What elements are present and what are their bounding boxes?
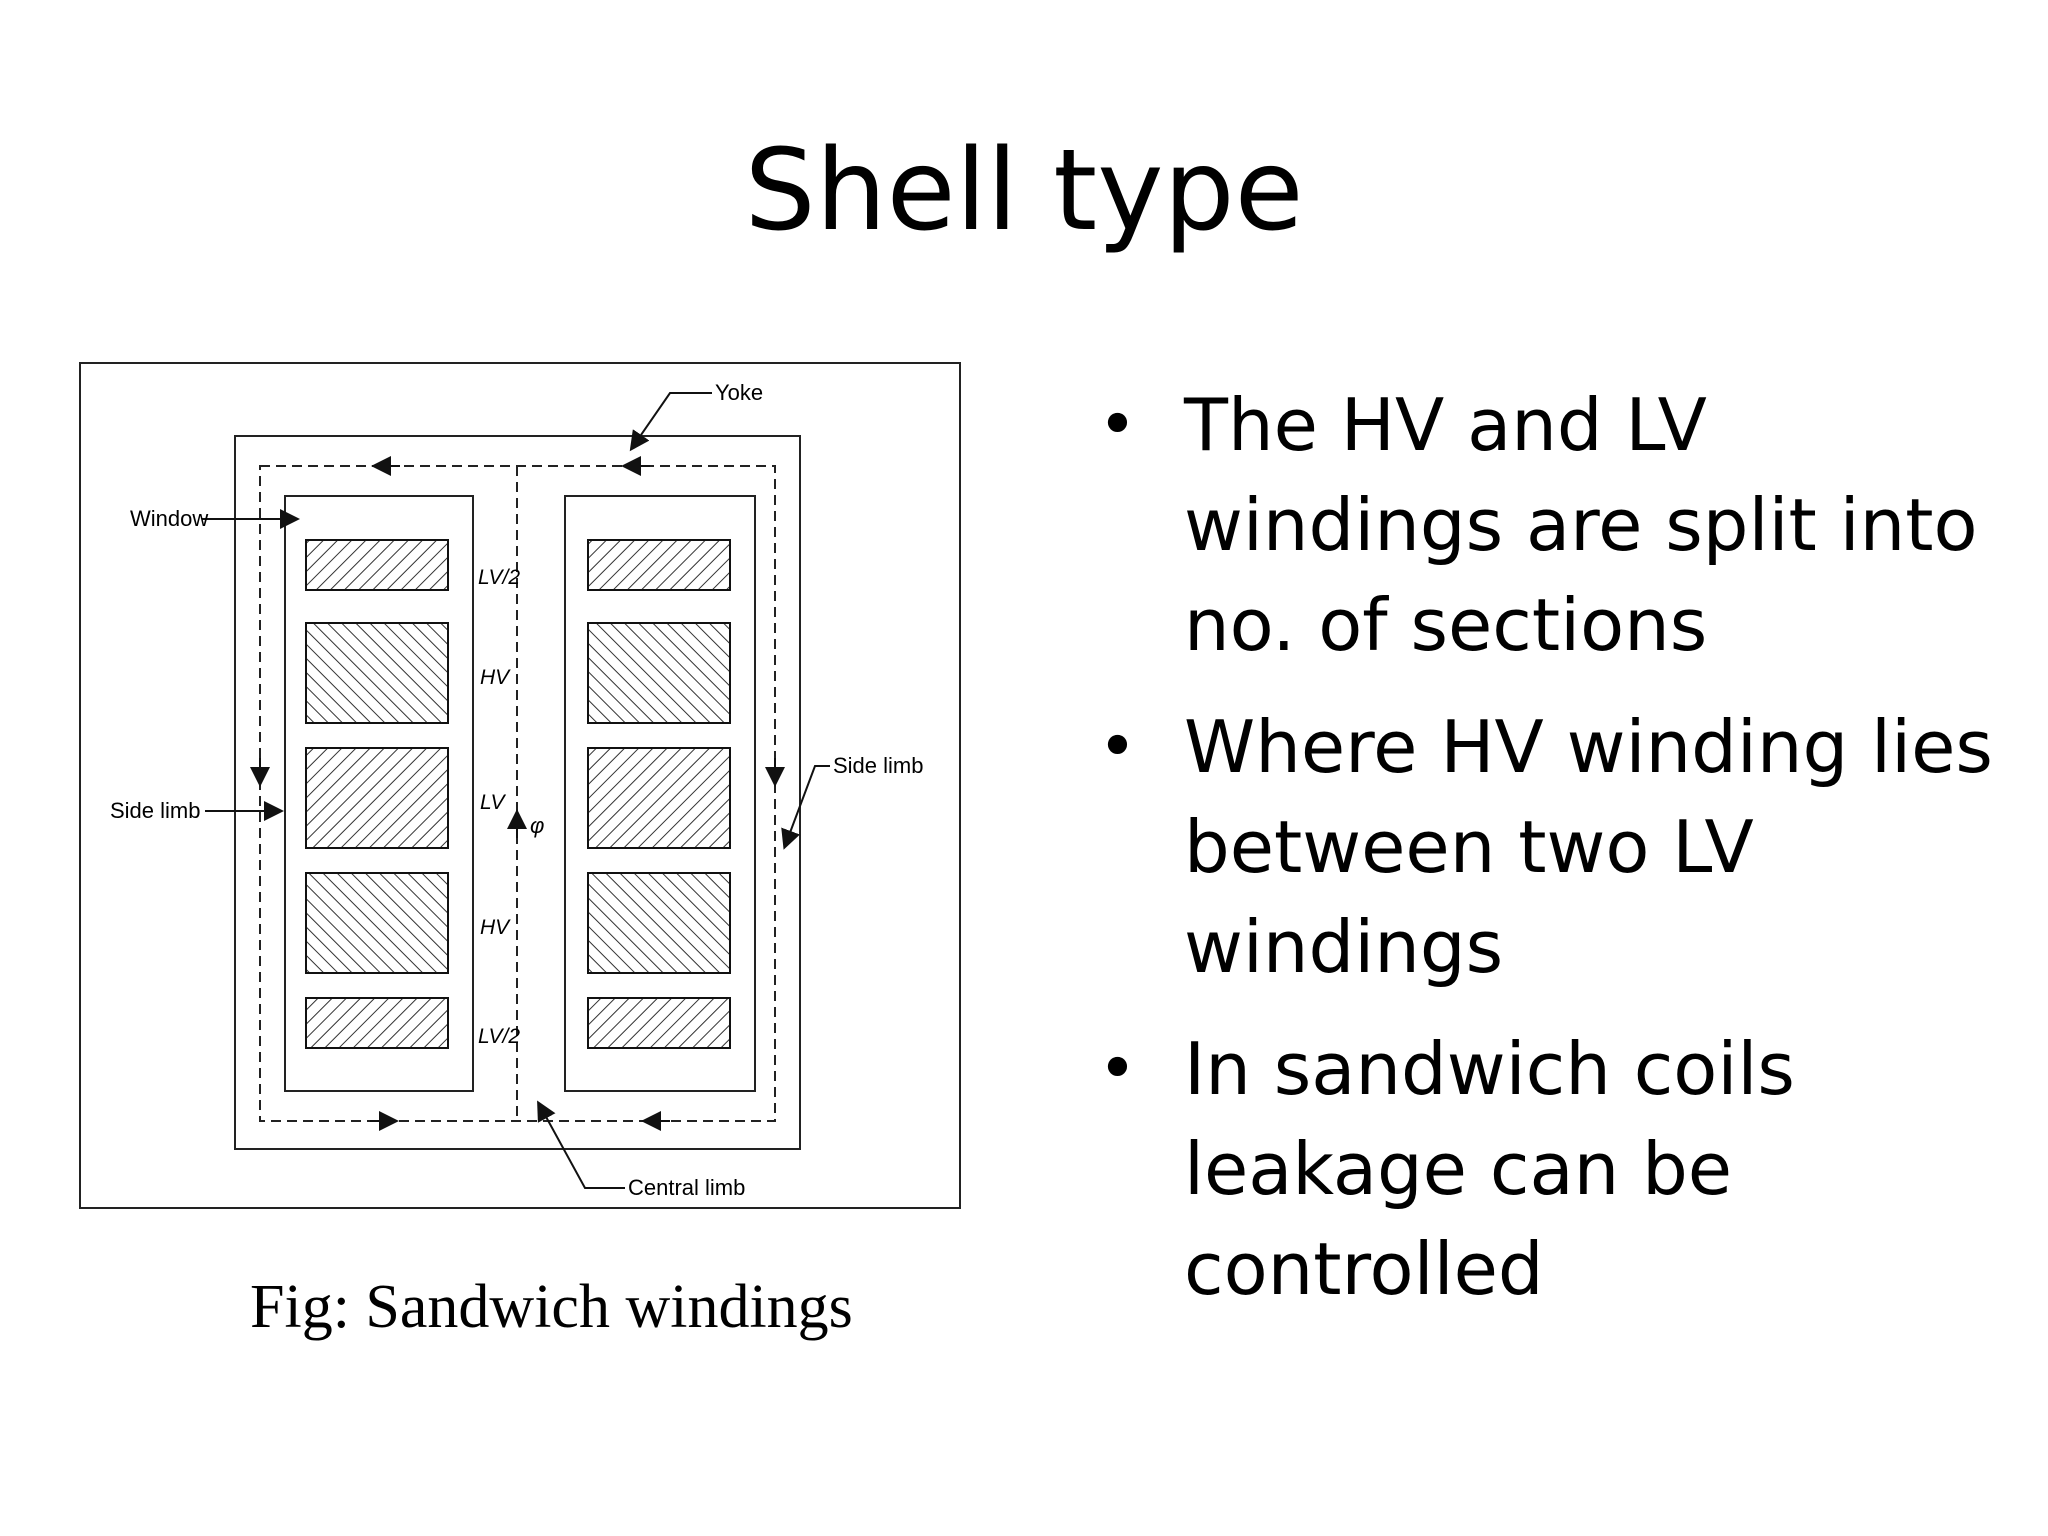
yoke-leader [629,392,712,452]
bullet-item: • Where HV winding lies between two LV w… [1098,697,1998,997]
winding-label: LV/2 [478,566,520,589]
winding-block [305,747,449,849]
side-limb-right-label: Side limb [833,753,923,778]
window-label: Window [130,506,208,531]
bullet-icon: • [1098,708,1137,785]
winding-label: HV [480,916,511,939]
winding-label: LV [480,791,507,814]
sandwich-winding-figure: Yoke Window Side limb Side limb Central … [50,318,970,1218]
flux-label: φ [530,813,544,838]
slide-title: Shell type [744,126,1304,256]
winding-block [587,539,731,591]
window-right [564,495,756,1092]
winding-block [305,539,449,591]
side-limb-right-leader [781,765,830,850]
core-outline [234,435,801,1150]
bullet-list: • The HV and LV windings are split into … [1098,375,1998,1341]
central-limb-label: Central limb [628,1175,745,1200]
figure-caption: Fig: Sandwich windings [250,1273,853,1341]
winding-block [305,872,449,974]
winding-block [305,622,449,724]
winding-label: HV [480,666,511,689]
outer-frame [79,362,961,1209]
winding-block [587,747,731,849]
winding-block [305,997,449,1049]
bullet-text: Where HV winding lies between two LV win… [1184,705,1993,989]
sandwich-winding-diagram: Yoke Window Side limb Side limb Central … [79,362,961,1209]
winding-block [587,997,731,1049]
bullet-item: • In sandwich coils leakage can be contr… [1098,1019,1998,1319]
bullet-icon: • [1098,1030,1137,1107]
bullet-item: • The HV and LV windings are split into … [1098,375,1998,675]
bullet-icon: • [1098,386,1137,463]
winding-block [587,622,731,724]
winding-label: LV/2 [478,1025,520,1048]
winding-block [587,872,731,974]
central-limb-leader [537,1100,625,1189]
window-left [284,495,474,1092]
bullet-text: In sandwich coils leakage can be control… [1184,1027,1795,1311]
yoke-label: Yoke [715,380,763,405]
bullet-text: The HV and LV windings are split into no… [1184,383,1978,667]
side-limb-left-label: Side limb [110,798,200,823]
